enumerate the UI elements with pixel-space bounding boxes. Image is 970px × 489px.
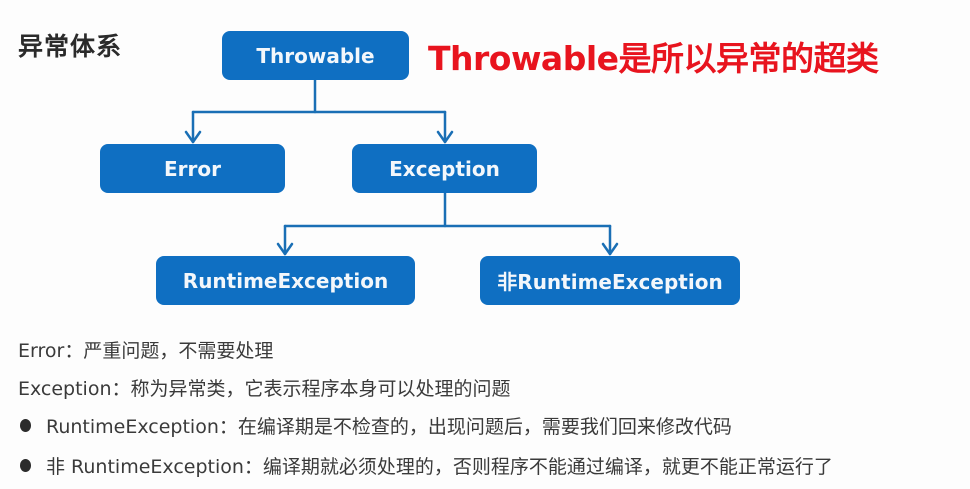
bullet-text: 非 RuntimeException：编译期就必须处理的，否则程序不能通过编译，… xyxy=(46,456,833,478)
arrowhead-non-runtime-icon xyxy=(601,242,619,256)
node-exception: Exception xyxy=(352,144,537,193)
node-runtime-exception: RuntimeException xyxy=(156,256,415,305)
node-error: Error xyxy=(100,144,285,193)
bullet-runtime-exception: RuntimeException：在编译期是不检查的，出现问题后，需要我们回来修… xyxy=(18,412,732,439)
bullet-text: RuntimeException：在编译期是不检查的，出现问题后，需要我们回来修… xyxy=(46,416,732,438)
red-annotation: Throwable是所以异常的超类 xyxy=(428,39,879,78)
arrowhead-runtime-icon xyxy=(276,242,294,256)
node-non-runtime-exception: 非RuntimeException xyxy=(480,256,740,305)
node-throwable: Throwable xyxy=(222,31,409,80)
arrowhead-error-icon xyxy=(184,130,202,144)
arrowhead-exception-icon xyxy=(436,130,454,144)
bullet-dot-icon xyxy=(20,419,31,432)
bullet-dot-icon xyxy=(20,459,31,472)
slide-title: 异常体系 xyxy=(18,32,123,61)
desc-error: Error：严重问题，不需要处理 xyxy=(18,340,274,362)
bullet-non-runtime-exception: 非 RuntimeException：编译期就必须处理的，否则程序不能通过编译，… xyxy=(18,452,833,479)
desc-exception: Exception：称为异常类，它表示程序本身可以处理的问题 xyxy=(18,378,511,400)
